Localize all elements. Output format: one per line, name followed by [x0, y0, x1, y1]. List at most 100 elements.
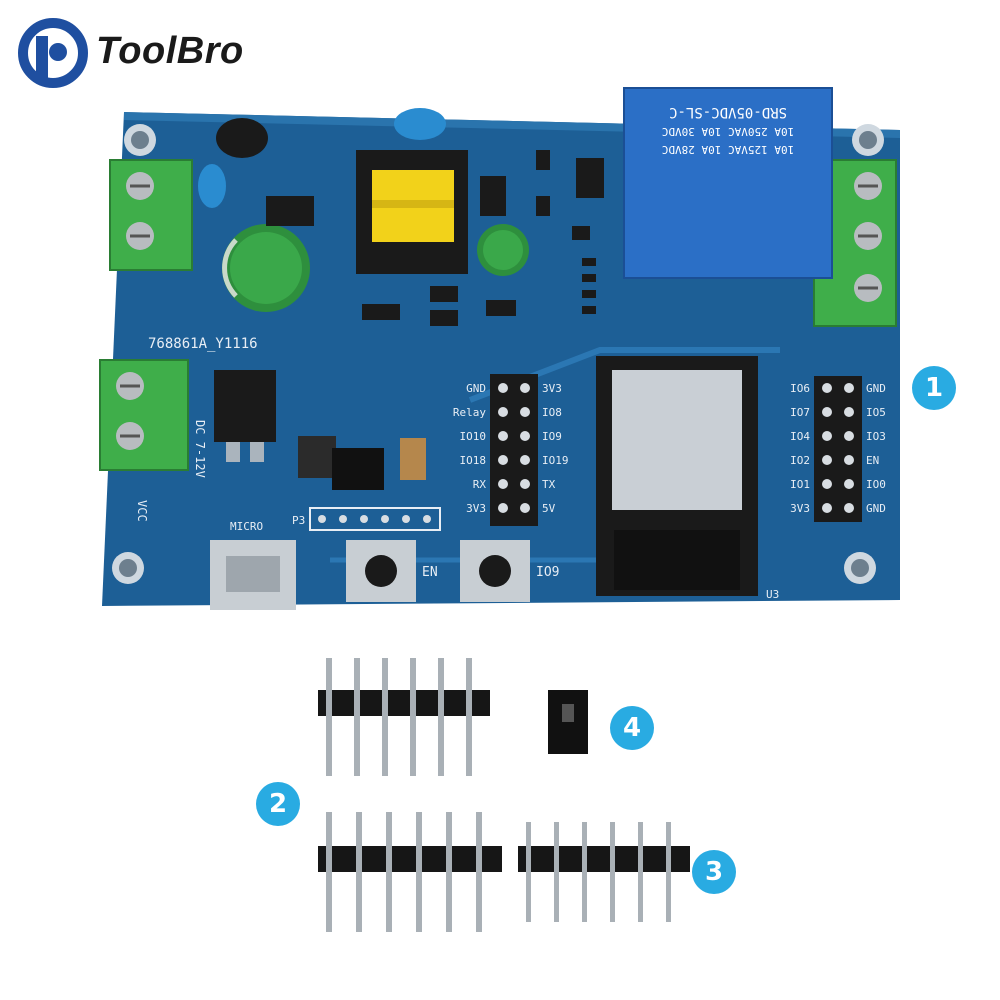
pin-label: IO9 [542, 430, 562, 443]
transformer [356, 150, 468, 274]
pin-label: IO8 [542, 406, 562, 419]
pin-labels: GNDRelayIO10IO18RX3V33V3IO8IO9IO19TX5VIO… [453, 382, 886, 515]
button-io9 [460, 540, 530, 602]
ceramic-capacitors [198, 108, 446, 208]
header-pin [498, 479, 508, 489]
header-pin-metal [356, 812, 362, 932]
brand-logo-icon [18, 18, 88, 88]
pin-label: IO10 [460, 430, 487, 443]
header-pin-metal [326, 658, 332, 776]
pin-label: 3V3 [466, 502, 486, 515]
pin-label: GND [466, 382, 486, 395]
header-pin [844, 479, 854, 489]
header-pin [844, 407, 854, 417]
pin-dots [318, 383, 854, 523]
part-label: 768861A_Y1116 [148, 336, 258, 352]
header-pin [498, 407, 508, 417]
pin-label: IO6 [790, 382, 810, 395]
pin-header-left [490, 374, 538, 526]
p3-pin [381, 515, 389, 523]
button-io9-label: IO9 [536, 565, 559, 580]
brand-name: ToolBro [96, 30, 244, 72]
module-label: U3 [766, 588, 779, 601]
header-pin-metal [416, 812, 422, 932]
header-pin-metal [476, 812, 482, 932]
header-pin-metal [410, 658, 416, 776]
header-pin-metal [446, 812, 452, 932]
callout-3: 3 [692, 850, 736, 894]
pin-label: TX [542, 478, 556, 491]
micro-usb-port [210, 540, 296, 610]
p3-pin [318, 515, 326, 523]
header-pin [844, 503, 854, 513]
pin-label: IO3 [866, 430, 886, 443]
header-plastic [318, 690, 490, 716]
pin-label: IO1 [790, 478, 810, 491]
header-plastic [318, 846, 502, 872]
p3-pin [360, 515, 368, 523]
callout-2: 2 [256, 782, 300, 826]
header-pin [498, 503, 508, 513]
header-pin-metal [386, 812, 392, 932]
header-pin [822, 455, 832, 465]
header-pin [520, 479, 530, 489]
header-pin [520, 383, 530, 393]
relay-model-text: SRD-05VDC-SL-C [669, 104, 787, 120]
pin-label: 3V3 [542, 382, 562, 395]
header-pin [822, 407, 832, 417]
header-pin-metal [382, 658, 388, 776]
pin-label: GND [866, 502, 886, 515]
vcc-label: VCC [135, 500, 149, 522]
callout-4: 4 [610, 706, 654, 750]
header-pin [520, 503, 530, 513]
relay-rating-text-2: 10A 125VAC 10A 28VDC [662, 143, 794, 156]
header-pin [498, 455, 508, 465]
relay: SRD-05VDC-SL-C 10A 250VAC 10A 30VDC 10A … [623, 87, 833, 279]
relay-rating-text-1: 10A 250VAC 10A 30VDC [662, 125, 794, 138]
jumper-cap [548, 690, 588, 754]
button-en [346, 540, 416, 602]
header-pin [844, 455, 854, 465]
terminal-block-dc [99, 359, 189, 471]
voltage-regulator [214, 370, 426, 490]
terminal-block-ac [109, 159, 193, 271]
header-pin-metal [666, 822, 671, 922]
header-pin [844, 383, 854, 393]
p3-pin [339, 515, 347, 523]
header-pin-metal [354, 658, 360, 776]
p3-pin [402, 515, 410, 523]
electrolytic-capacitor-large [222, 224, 310, 312]
power-label: DC 7-12V [193, 420, 207, 478]
header-pin [498, 431, 508, 441]
pin-label: Relay [453, 406, 486, 419]
pin-header-accessory-bottom-left [318, 812, 502, 932]
pin-label: IO5 [866, 406, 886, 419]
p3-pin [423, 515, 431, 523]
header-pin-metal [582, 822, 587, 922]
pin-header-p3 [309, 507, 441, 531]
header-pin [822, 431, 832, 441]
header-pin [822, 479, 832, 489]
header-pin-metal [326, 812, 332, 932]
electrolytic-capacitor-small [477, 224, 529, 276]
pin-label: 3V3 [790, 502, 810, 515]
brand-logo [18, 18, 258, 88]
pin-label: IO18 [460, 454, 487, 467]
button-en-label: EN [422, 565, 438, 580]
pin-header-accessory-bottom-right [518, 822, 690, 922]
header-pin-metal [526, 822, 531, 922]
header-pin [822, 503, 832, 513]
pin-header-accessory-top [318, 658, 490, 776]
pin-label: IO2 [790, 454, 810, 467]
pin-label: IO0 [866, 478, 886, 491]
header-pin-metal [554, 822, 559, 922]
pin-label: EN [866, 454, 879, 467]
header-pin-metal [638, 822, 643, 922]
header-pin [520, 407, 530, 417]
header-pin [520, 431, 530, 441]
header-pin-metal [610, 822, 615, 922]
header-plastic [518, 846, 690, 872]
pin-label: RX [473, 478, 487, 491]
header-pin-metal [466, 658, 472, 776]
